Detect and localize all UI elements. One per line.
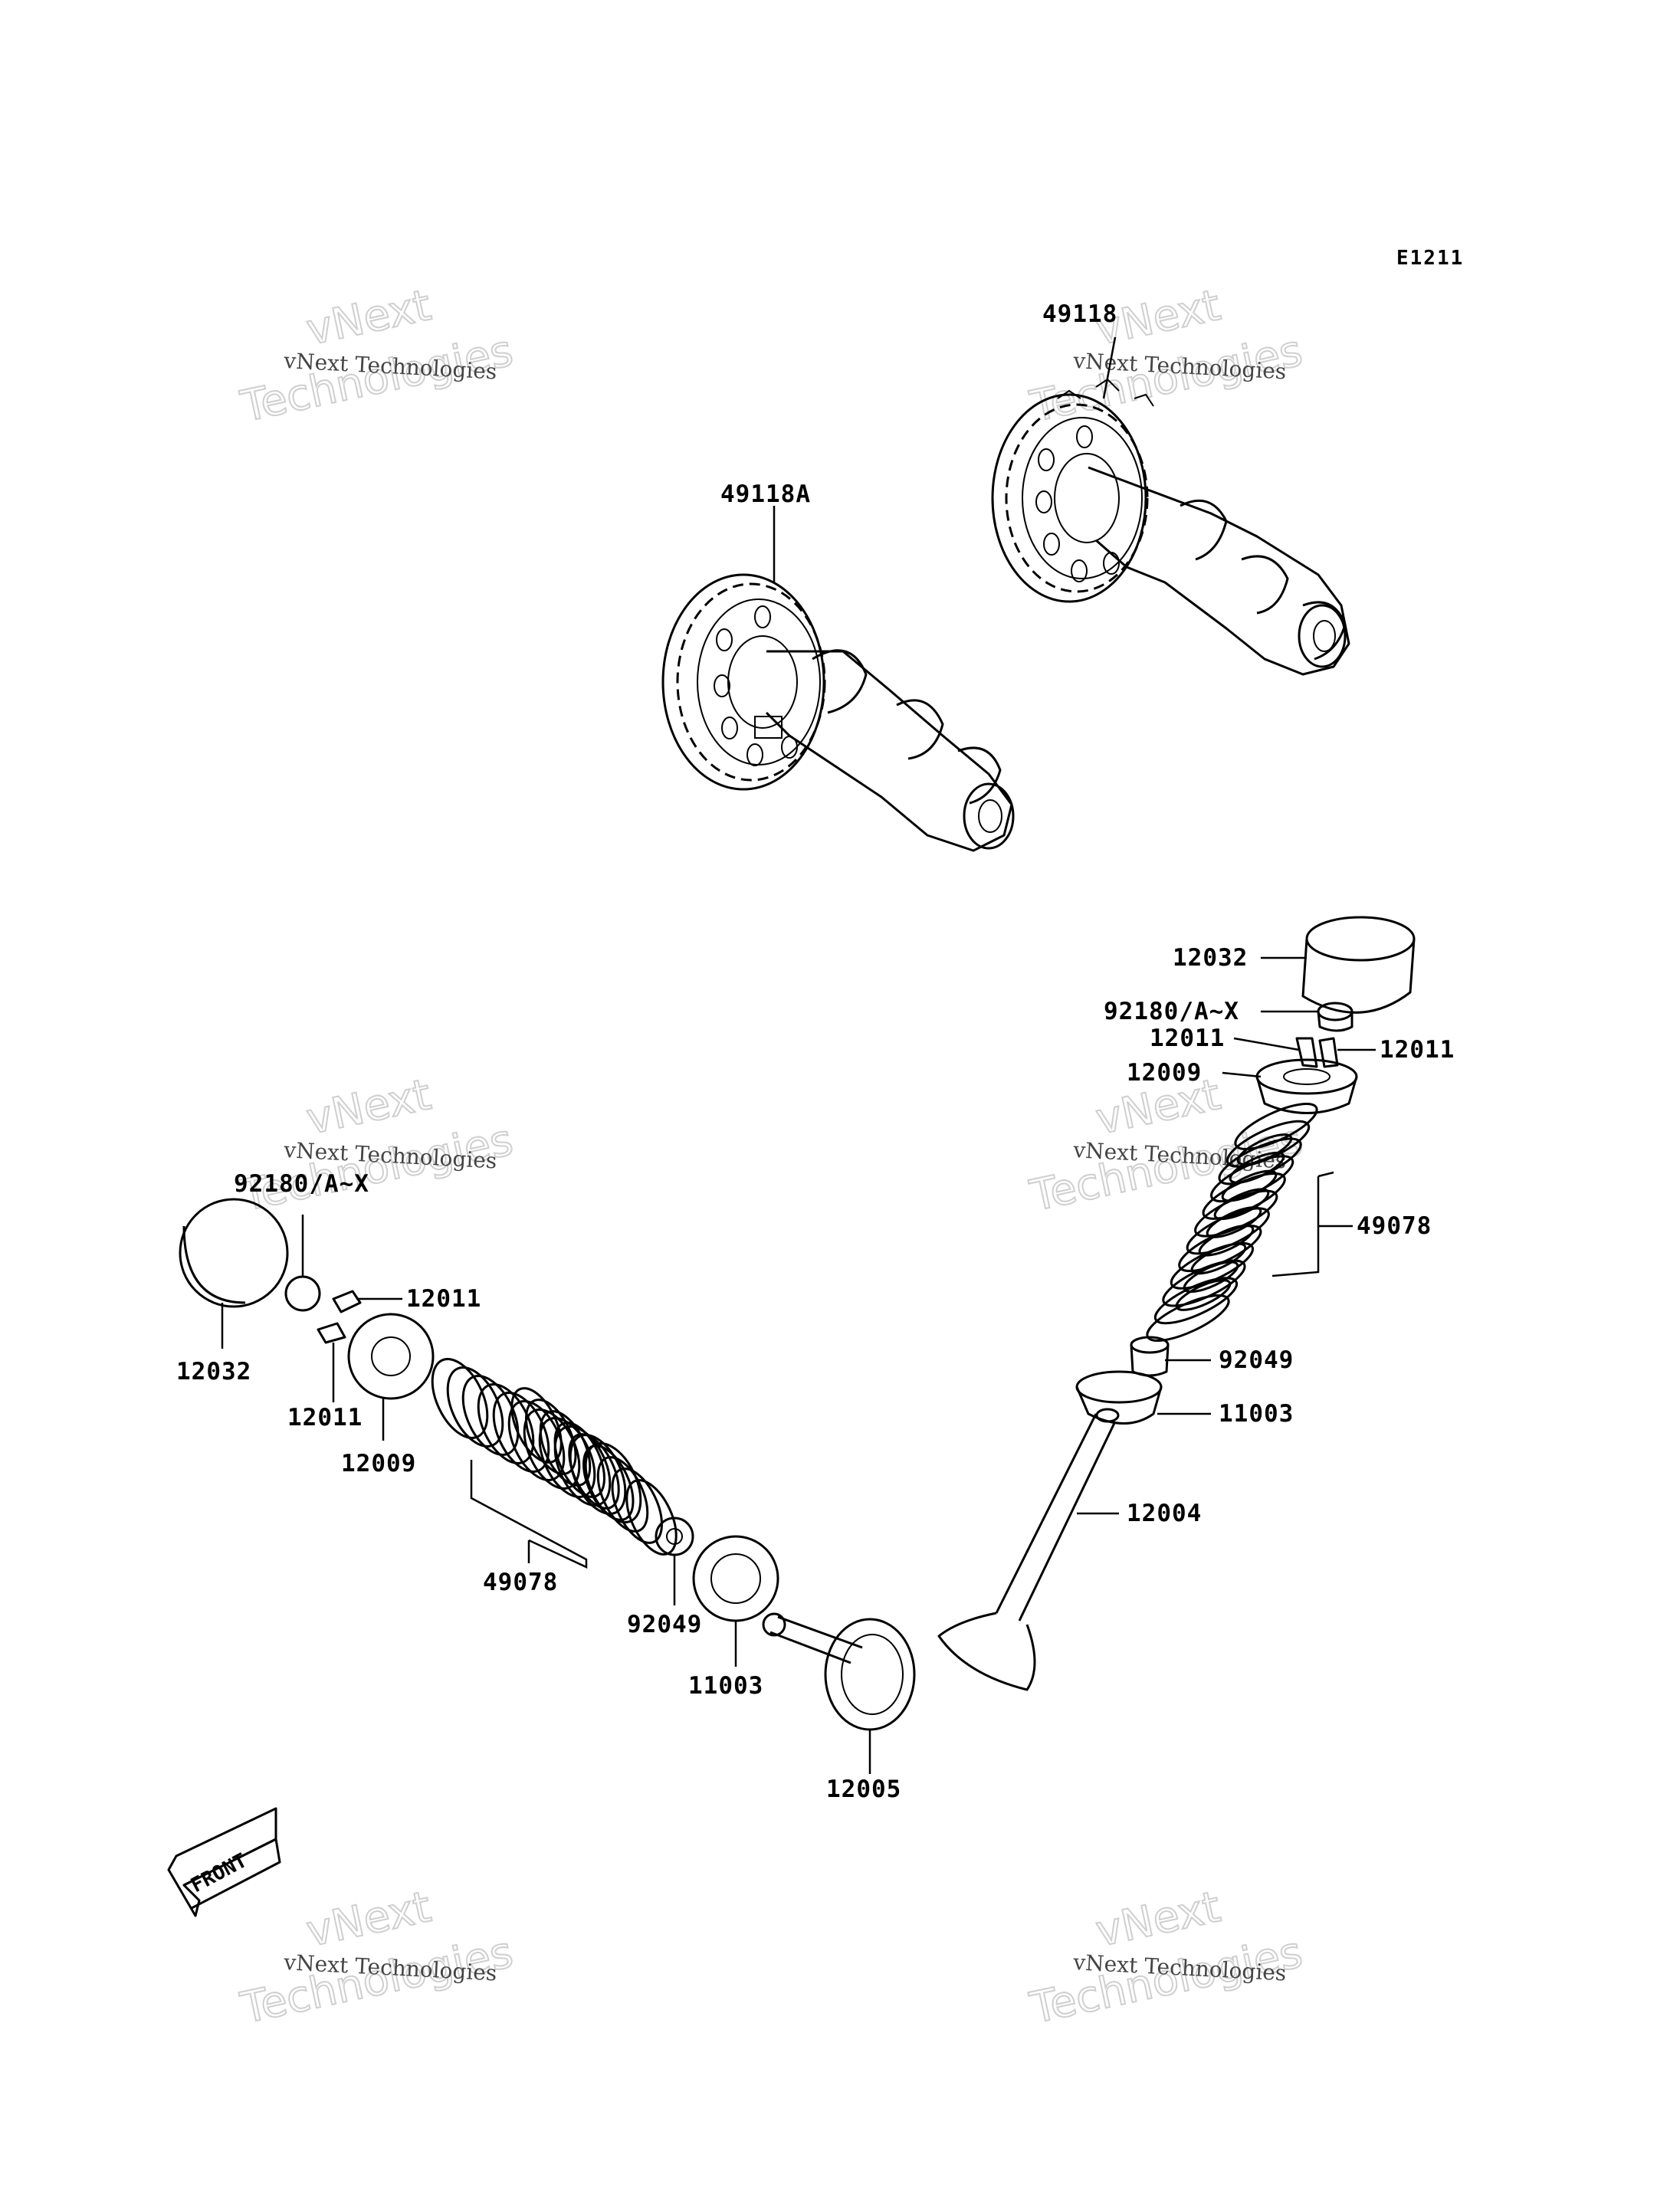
- front-arrow-icon: FRONT: [167, 1807, 281, 1917]
- callout-retainer-left: 12009: [341, 1450, 416, 1477]
- tappet-right: [1301, 916, 1416, 1014]
- svg-text:vNext: vNext: [1091, 1882, 1225, 1957]
- watermark-top-left: vNext Technologies vNext Technologies: [235, 280, 517, 433]
- tappet-left: [179, 1198, 289, 1308]
- callout-valve-intake: 12005: [826, 1776, 901, 1803]
- retainer-left: [347, 1313, 435, 1400]
- callout-cam-intake: 49118A: [720, 480, 811, 508]
- seat-left: [692, 1535, 779, 1622]
- svg-text:FRONT: FRONT: [187, 1849, 251, 1897]
- leader-lines: [221, 336, 1376, 1774]
- callout-cotter-left-bottom: 12011: [287, 1404, 363, 1431]
- callout-spring-left: 49078: [483, 1569, 558, 1596]
- watermark-bottom-right: vNext Technologies vNext Technologies: [1025, 1881, 1307, 2035]
- svg-text:vNext: vNext: [302, 1882, 435, 1957]
- spring-right: [1146, 1103, 1318, 1342]
- svg-text:vNext: vNext: [302, 1070, 435, 1145]
- watermark-mid-left: vNext Technologies vNext Technologies: [235, 1069, 517, 1222]
- seat-right: [1075, 1370, 1163, 1425]
- callout-seat-left: 11003: [688, 1672, 763, 1700]
- callout-valve-exhaust: 12004: [1127, 1500, 1202, 1527]
- cam-sprocket-intake: [661, 573, 826, 791]
- callout-tappet-right: 12032: [1173, 944, 1248, 972]
- seal-left: [655, 1517, 694, 1556]
- seal-right: [1130, 1336, 1170, 1377]
- watermark-bottom-left: vNext Technologies vNext Technologies: [235, 1881, 517, 2035]
- callout-spring-right: 49078: [1357, 1212, 1432, 1240]
- cam-sprocket-exhaust: [991, 393, 1149, 603]
- callout-cotter-left-top: 12011: [406, 1285, 481, 1313]
- retainer-right: [1255, 1058, 1358, 1114]
- callout-shim-left: 92180/A~X: [234, 1170, 369, 1198]
- svg-text:vNext: vNext: [302, 280, 435, 356]
- callout-seat-right: 11003: [1219, 1400, 1294, 1428]
- shim-left: [284, 1275, 321, 1312]
- cotters-right: [1295, 1037, 1339, 1068]
- callout-cotter-right-right: 12011: [1380, 1036, 1455, 1064]
- valve-intake: [762, 1612, 916, 1731]
- callout-retainer-right: 12009: [1127, 1059, 1202, 1087]
- callout-cotter-right-left: 12011: [1150, 1025, 1225, 1052]
- callout-seal-left: 92049: [627, 1611, 702, 1638]
- callout-tappet-left: 12032: [176, 1358, 251, 1385]
- callout-seal-right: 92049: [1219, 1346, 1294, 1374]
- callout-cam-exhaust: 49118: [1042, 300, 1117, 328]
- valve-exhaust: [937, 1408, 1120, 1691]
- callout-shim-right: 92180/A~X: [1104, 998, 1239, 1025]
- camshaft-exhaust: [991, 378, 1350, 676]
- spring-left: [431, 1358, 678, 1556]
- diagram-code: E1211: [1396, 247, 1464, 270]
- cotters-left: [317, 1290, 362, 1344]
- camshaft-intake: [661, 573, 1015, 852]
